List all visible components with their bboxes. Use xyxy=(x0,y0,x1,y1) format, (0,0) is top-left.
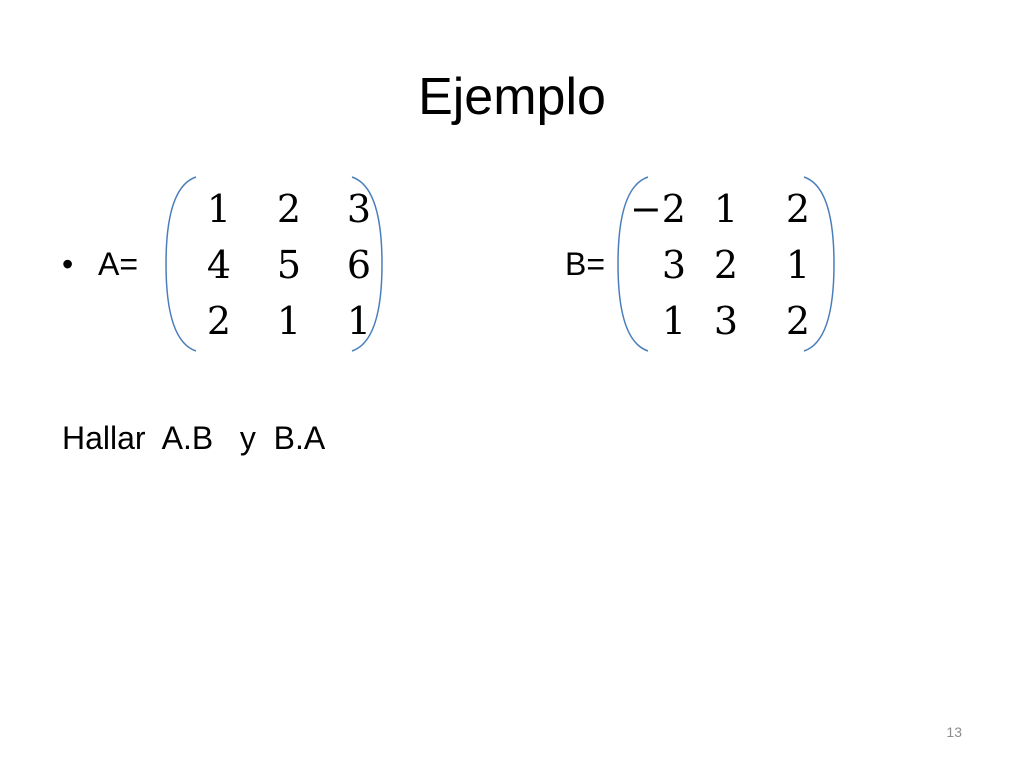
matrix-cell: 1 xyxy=(276,299,302,343)
matrix-cell: 6 xyxy=(346,243,372,287)
matrix-a: 1 2 3 4 5 6 2 1 1 xyxy=(164,175,384,353)
bullet-point: • xyxy=(62,246,74,282)
slide-title: Ejemplo xyxy=(418,68,606,126)
matrix-b: −2 1 2 3 2 1 1 3 2 xyxy=(616,175,836,353)
left-bracket xyxy=(617,176,649,352)
label-b: B= xyxy=(565,246,606,282)
matrix-row: 1 2 3 xyxy=(184,181,394,237)
matrix-cell: 5 xyxy=(276,243,302,287)
bullet-matrix-a: • A= xyxy=(62,242,138,286)
matrix-row: 4 5 6 xyxy=(184,237,394,293)
matrix-cell: 1 xyxy=(661,299,686,343)
label-a: A= xyxy=(98,246,139,282)
matrix-row: 1 3 2 xyxy=(618,293,834,349)
matrix-cell: 1 xyxy=(713,187,739,231)
right-bracket xyxy=(803,176,835,352)
matrix-a-grid: 1 2 3 4 5 6 2 1 1 xyxy=(184,181,394,349)
matrix-row: −2 1 2 xyxy=(618,181,834,237)
matrix-cell: 3 xyxy=(713,299,739,343)
matrix-b-brackets xyxy=(617,176,835,352)
matrix-cell: 1 xyxy=(206,187,232,231)
matrix-cell: 2 xyxy=(206,299,232,343)
matrix-row: 3 2 1 xyxy=(618,237,834,293)
task-text: Hallar A.B y B.A xyxy=(62,420,326,456)
matrix-a-brackets xyxy=(165,176,383,352)
matrix-cell: 2 xyxy=(276,187,302,231)
matrix-cell: 2 xyxy=(785,187,811,231)
matrix-cell: 3 xyxy=(346,187,372,231)
matrix-row: 2 1 1 xyxy=(184,293,394,349)
matrix-cell: 2 xyxy=(713,243,739,287)
matrix-cell: 4 xyxy=(206,243,232,287)
page-number: 13 xyxy=(946,724,962,740)
matrix-b-grid: −2 1 2 3 2 1 1 3 2 xyxy=(618,181,834,349)
matrix-cell: −2 xyxy=(629,187,686,231)
matrix-cell: 1 xyxy=(346,299,372,343)
left-bracket xyxy=(165,176,197,352)
right-bracket xyxy=(351,176,383,352)
matrix-cell: 3 xyxy=(661,243,686,287)
matrix-cell: 2 xyxy=(785,299,811,343)
matrix-cell: 1 xyxy=(785,243,811,287)
